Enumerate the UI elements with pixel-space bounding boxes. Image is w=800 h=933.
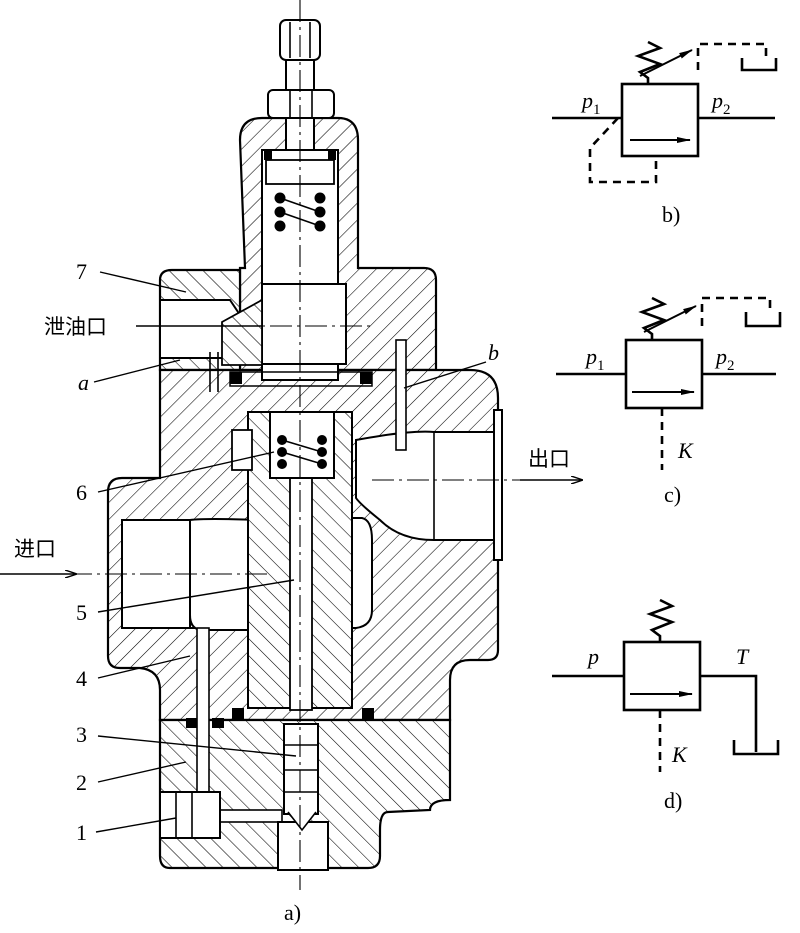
damper-3 xyxy=(283,723,319,815)
part-7-label: 7 xyxy=(76,259,87,284)
part-6-label: 6 xyxy=(76,480,87,505)
d-p-label: p xyxy=(586,644,599,669)
drain-plug-seal xyxy=(221,298,263,366)
c-p1-label: p1 xyxy=(584,344,605,374)
outlet-label: 出口 xyxy=(528,447,570,471)
c-p2-label: p2 xyxy=(714,344,735,374)
b-p2-label: p2 xyxy=(710,88,731,118)
damping-passage xyxy=(196,627,210,805)
part-4-label: 4 xyxy=(76,666,87,691)
d-k-label: K xyxy=(671,742,688,767)
part-1-label: 1 xyxy=(76,820,87,845)
symbol-b xyxy=(552,40,778,184)
pilot-seat xyxy=(261,283,347,365)
drain-port-label: 泄油口 xyxy=(44,315,107,339)
valve-cross-section xyxy=(70,0,520,890)
spool-core xyxy=(289,469,313,711)
symbol-c xyxy=(556,296,782,470)
plug-1 xyxy=(159,791,221,839)
caption-a: a) xyxy=(284,900,301,925)
main-spring xyxy=(277,435,327,469)
leader-lines xyxy=(93,271,487,833)
b-p1-label: p1 xyxy=(580,88,601,118)
bottom-plug xyxy=(277,821,329,871)
passage-b-label: b xyxy=(488,340,499,365)
d-t-label: T xyxy=(736,644,750,669)
passage-a-label: a xyxy=(78,370,89,395)
caption-b: b) xyxy=(662,202,680,227)
outlet-port-face xyxy=(493,409,503,561)
part-5-label: 5 xyxy=(76,600,87,625)
part-2-label: 2 xyxy=(76,770,87,795)
spool-land-left xyxy=(231,429,253,471)
caption-d: d) xyxy=(664,788,682,813)
caption-c: c) xyxy=(664,482,681,507)
part-3-label: 3 xyxy=(76,722,87,747)
inlet-label: 进口 xyxy=(14,537,56,561)
c-k-label: K xyxy=(677,438,694,463)
symbol-d xyxy=(552,598,780,772)
